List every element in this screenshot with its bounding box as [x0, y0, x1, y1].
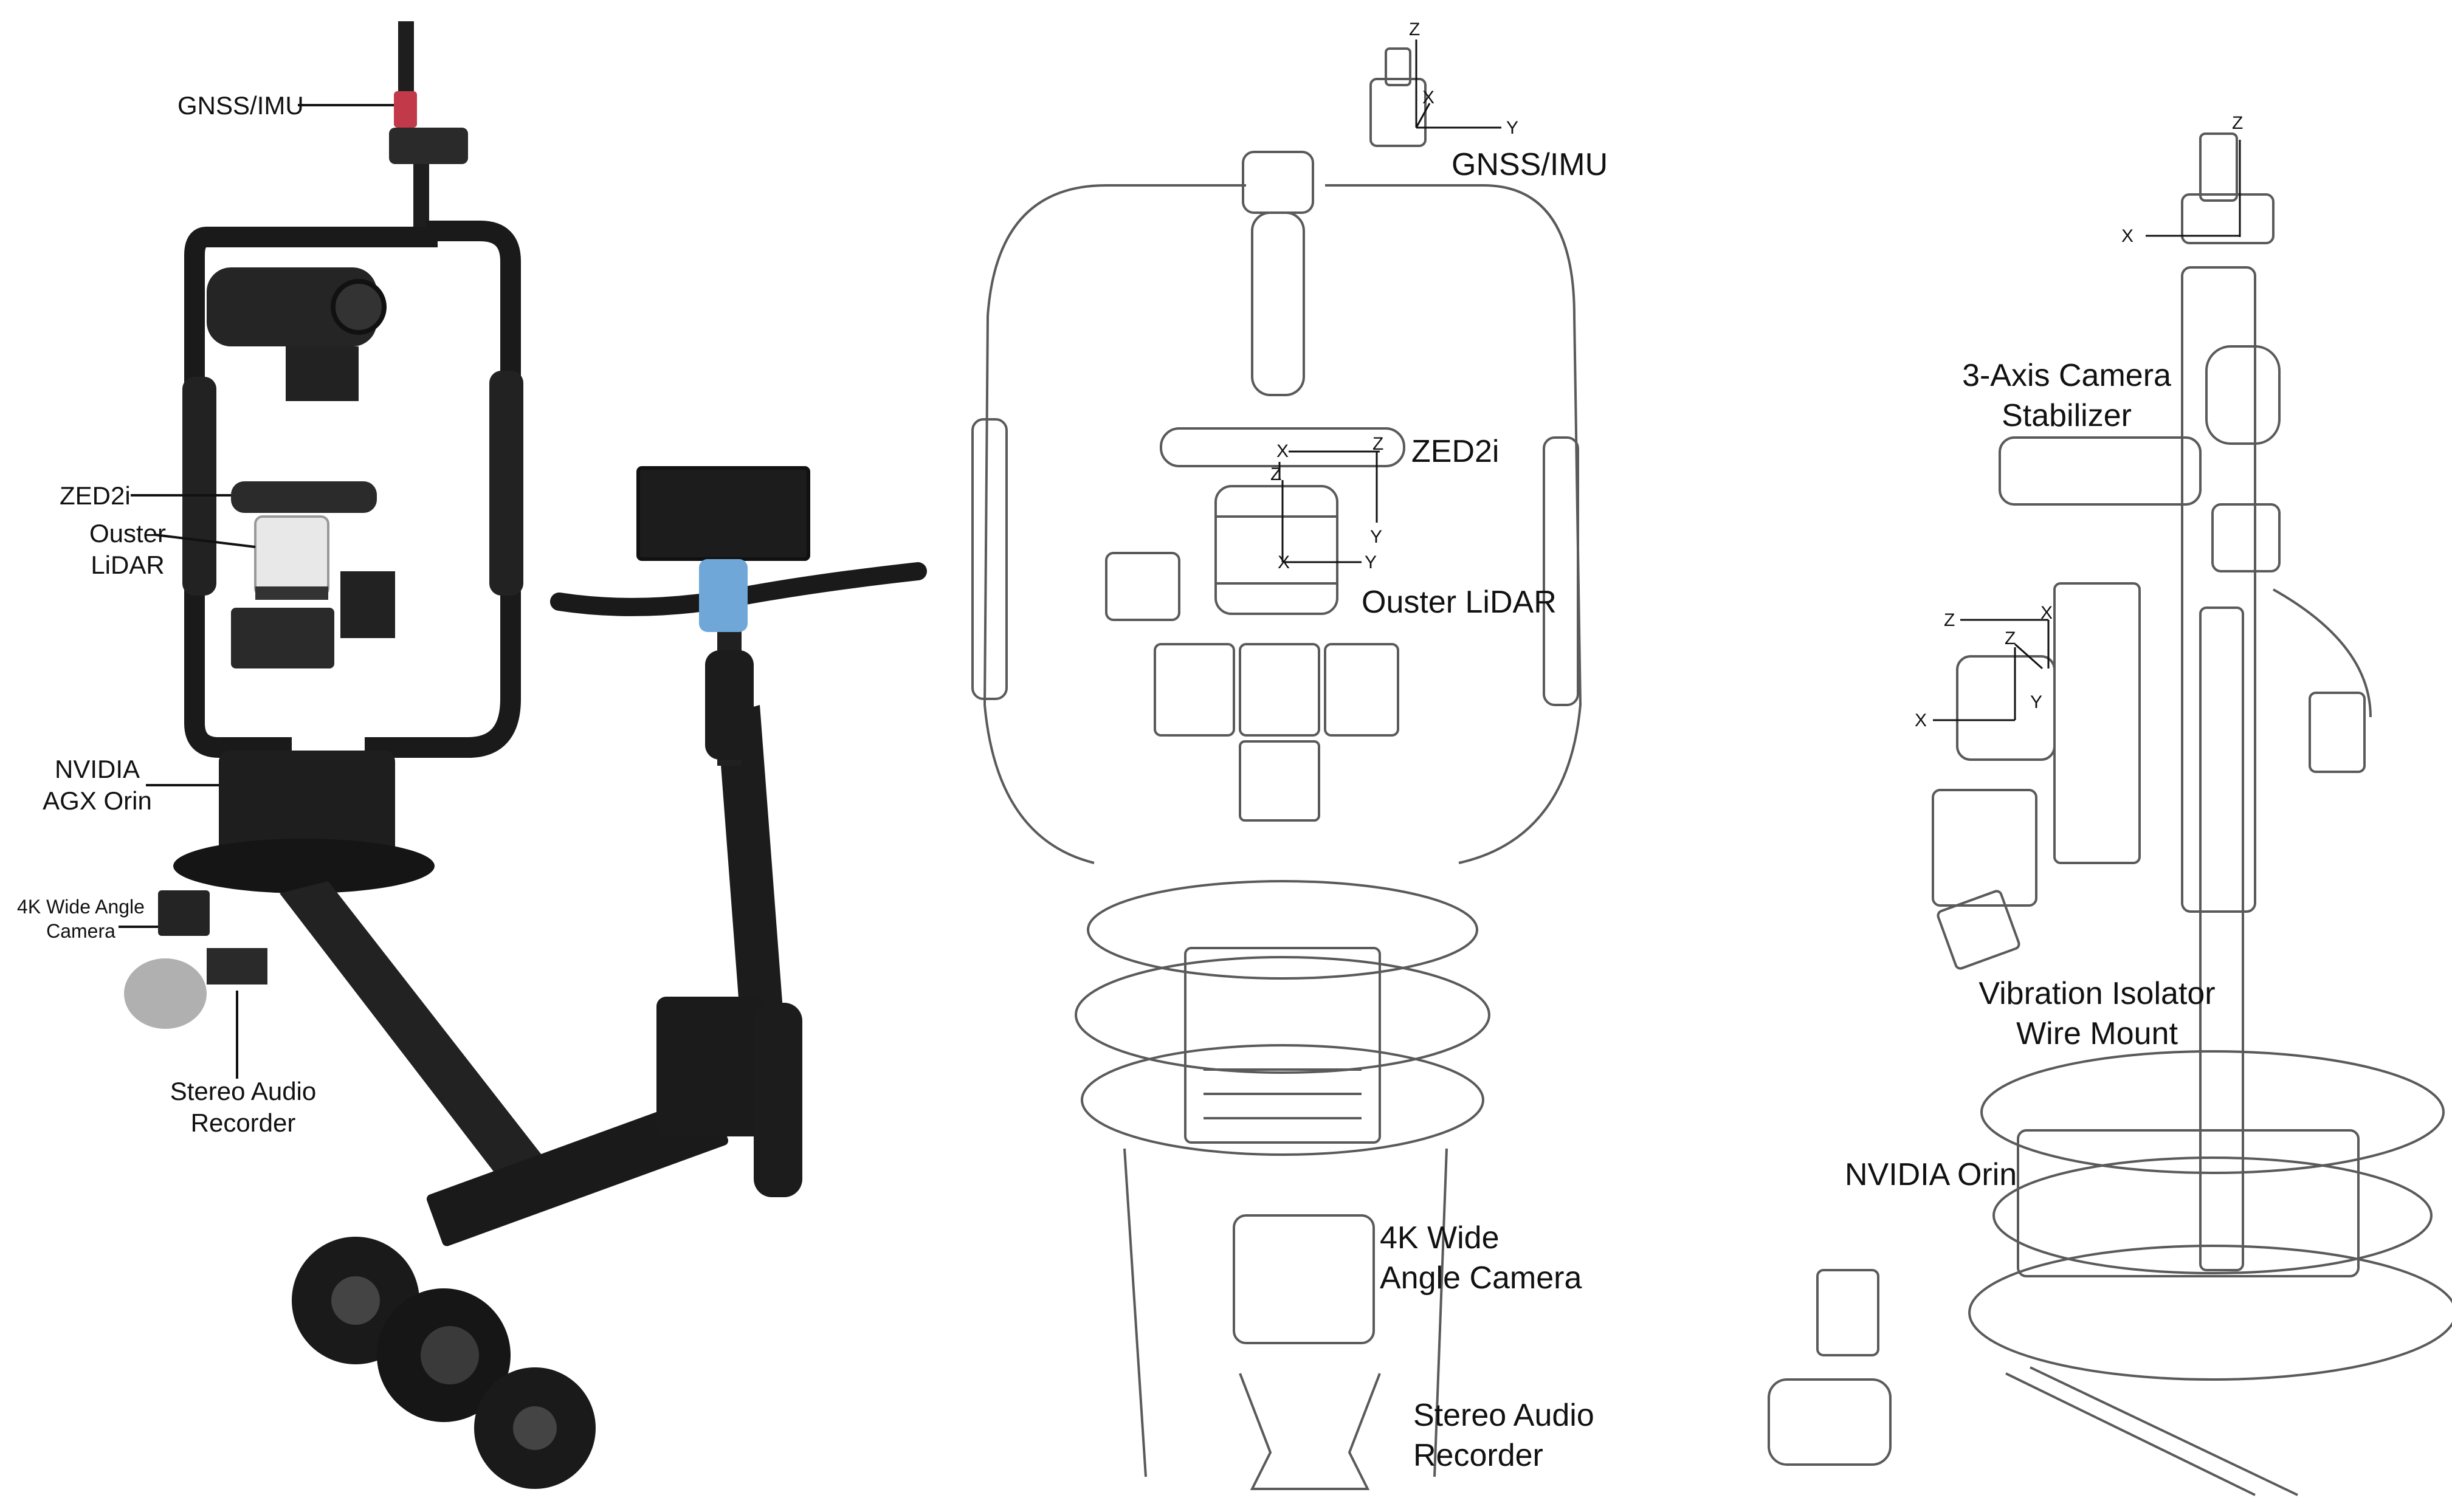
front-axes-zed: [1278, 450, 1380, 523]
side-label-stabilizer: 3-Axis Camera Stabilizer: [1945, 356, 2188, 436]
front-left-grip: [971, 418, 1008, 700]
axis-label: X: [2121, 226, 2133, 246]
side-axes-gnss: [2146, 140, 2241, 237]
label-line: Camera: [46, 920, 115, 942]
axis-label: Z: [1372, 434, 1383, 454]
front-outer-frame: [983, 184, 1246, 864]
nvidia-agx-orin: [219, 751, 395, 866]
gimbal-cage: [184, 227, 438, 758]
axis-label: Z: [1270, 464, 1281, 484]
front-ouster-lidar: [1214, 485, 1338, 615]
axis-label: Y: [2030, 692, 2042, 712]
front-label-gnss-imu: GNSS/IMU: [1452, 147, 1608, 182]
ouster-lidar: [254, 515, 329, 597]
label-line: Stereo Audio: [1413, 1398, 1594, 1433]
label-line: NVIDIA: [54, 755, 140, 783]
camera-stabilizer: [207, 267, 377, 346]
label-line: 4K Wide: [1380, 1220, 1500, 1256]
side-4k-camera: [1816, 1269, 1879, 1356]
axis-label: X: [1278, 552, 1290, 572]
side-orin-plate: [1980, 1050, 2445, 1174]
panel-side-drawing: [1768, 132, 2452, 1496]
label-line: Vibration Isolator: [1978, 976, 2216, 1011]
front-axes-ouster: [1281, 480, 1362, 563]
side-label-vibration-isolator: Vibration Isolator Wire Mount: [1957, 974, 2237, 1054]
front-label-ouster-lidar: Ouster LiDAR: [1362, 585, 1557, 620]
front-orin-plate: [1087, 880, 1478, 980]
label-line: Stereo Audio: [170, 1077, 317, 1105]
axis-label: Z: [2005, 628, 2016, 648]
front-4k-camera: [1233, 1214, 1375, 1344]
side-label-nvidia-orin: NVIDIA Orin: [1845, 1157, 2017, 1192]
front-label-4k-camera: 4K Wide Angle Camera: [1380, 1218, 1582, 1298]
front-axes-gnss: [1415, 40, 1501, 129]
battery-pack: [656, 997, 766, 1136]
label-stereo-audio-recorder: Stereo Audio Recorder: [164, 1076, 322, 1139]
leader-ouster: [154, 534, 256, 548]
microphone-windscreen: [124, 958, 207, 1029]
axis-label: Y: [1506, 118, 1518, 138]
front-right-grip: [1543, 436, 1579, 706]
axis-label: X: [1915, 710, 1927, 730]
label-line: AGX Orin: [43, 786, 152, 815]
4k-wide-angle-camera: [158, 890, 210, 936]
display-screen: [636, 466, 810, 561]
front-audio-recorder: [1239, 1373, 1381, 1490]
label-line: LiDAR: [91, 551, 165, 579]
axis-label: Z: [2232, 113, 2243, 133]
axis-label: Z: [1944, 610, 1955, 630]
side-axis-labels: Z X Z X Z X Y: [1915, 113, 2243, 730]
side-axes-zed: [1960, 619, 2050, 668]
panel-front-drawing: [971, 47, 1582, 1490]
side-audio-recorder: [1768, 1378, 1892, 1466]
label-4k-wide-angle-camera: 4K Wide Angle Camera: [5, 895, 157, 943]
panel-photo: [119, 21, 927, 1489]
side-stabilizer-plate: [1999, 436, 2202, 506]
label-line: Angle Camera: [1380, 1260, 1582, 1296]
label-line: Recorder: [1413, 1438, 1543, 1473]
front-zed-bar: [1160, 427, 1405, 467]
label-gnss-imu: GNSS/IMU: [177, 91, 304, 120]
side-axes-ouster: [1933, 643, 2043, 721]
axis-label: X: [2040, 603, 2053, 623]
label-line: Recorder: [190, 1108, 296, 1137]
label-line: Wire Mount: [2016, 1016, 2178, 1051]
label-line: Ouster: [89, 519, 167, 548]
axis-label: X: [1422, 88, 1434, 108]
axis-label: Y: [1370, 527, 1382, 547]
front-axis-labels: Z X Y X Z Y Z X Y: [1270, 19, 1518, 572]
label-zed2i: ZED2i: [60, 481, 131, 510]
axis-label: Y: [1365, 552, 1377, 572]
side-gnss-box: [2181, 193, 2275, 244]
label-line: Stabilizer: [2002, 398, 2132, 433]
label-ouster-lidar: Ouster LiDAR: [79, 518, 176, 581]
label-nvidia-agx-orin: NVIDIA AGX Orin: [36, 754, 158, 817]
front-label-zed2i: ZED2i: [1411, 434, 1500, 469]
axis-label: X: [1276, 441, 1289, 461]
axis-label: Z: [1409, 19, 1420, 40]
scooter-frame: [280, 881, 565, 1209]
side-mast: [2181, 266, 2256, 913]
front-label-stereo-audio: Stereo Audio Recorder: [1413, 1395, 1594, 1476]
label-line: 4K Wide Angle: [17, 896, 145, 918]
zed2i-camera: [231, 481, 377, 513]
controller-pad: [699, 559, 748, 632]
gnss-imu-unit: [394, 91, 417, 128]
label-line: 3-Axis Camera: [1962, 358, 2171, 393]
